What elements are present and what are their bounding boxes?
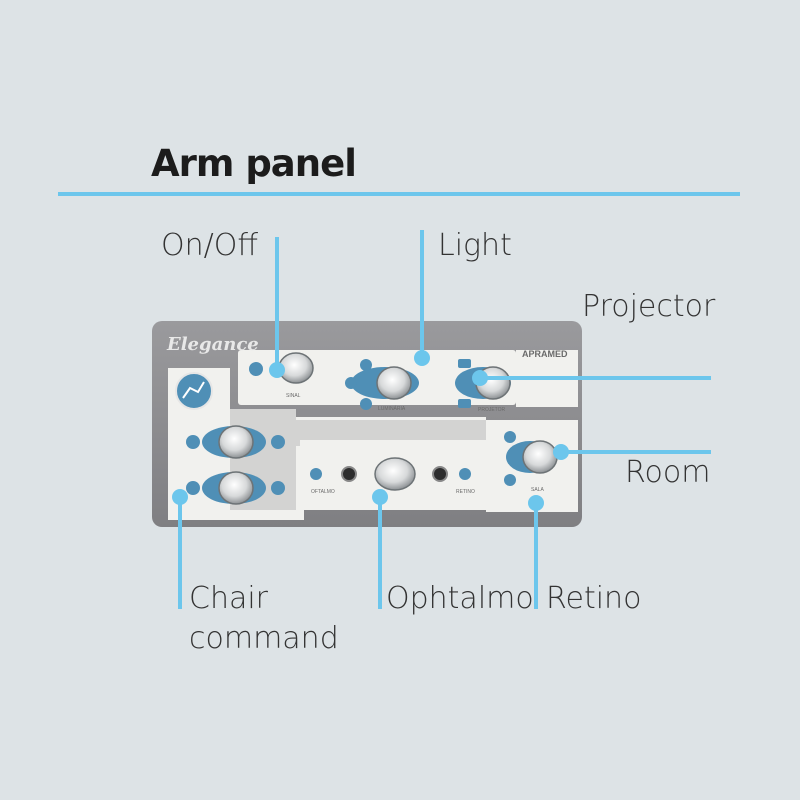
sala-label: SALA — [531, 487, 544, 493]
projector-callout: Projector — [582, 287, 715, 327]
retino-dot — [528, 495, 544, 511]
light-button — [377, 367, 411, 399]
projector-dot — [472, 370, 488, 386]
on-off-callout: On/Off — [161, 226, 258, 266]
sinal-label: SINAL — [286, 393, 301, 399]
oftalmo-label: OFTALMO — [311, 489, 335, 495]
power-icon — [249, 362, 263, 376]
light-down-icon — [360, 398, 372, 410]
arm-panel: Elegance APRAMED SINAL LUMINÁRIA — [152, 321, 582, 527]
chair-command-line2: command — [189, 619, 339, 659]
on-off-dot — [269, 362, 285, 378]
retino-callout: Retino — [546, 579, 641, 619]
chair-down-button — [219, 472, 253, 504]
chair-command-dot — [172, 489, 188, 505]
brand-logo: Elegance — [166, 334, 259, 355]
ophtalmo-icon — [310, 468, 322, 480]
retino-icon — [459, 468, 471, 480]
light-callout: Light — [438, 226, 512, 266]
chair-command-line1: Chair — [189, 579, 339, 619]
luminaria-label: LUMINÁRIA — [378, 405, 406, 412]
chair-down-left-icon — [186, 481, 200, 495]
chair-icon — [176, 373, 212, 409]
room-up-icon — [504, 431, 516, 443]
chair-command-callout: Chair command — [189, 579, 339, 659]
chair-up-button — [219, 426, 253, 458]
projector-down-icon — [458, 399, 471, 408]
room-down-icon — [504, 474, 516, 486]
projetor-label: PROJETOR — [478, 407, 506, 413]
maker-logo: APRAMED — [522, 349, 568, 359]
projector-up-icon — [458, 359, 471, 368]
ophtalmo-retino-button — [375, 458, 415, 490]
ophtalmo-indicator — [342, 467, 356, 481]
chair-up-right-icon — [271, 435, 285, 449]
ophtalmo-callout: Ophtalmo — [386, 579, 534, 619]
chair-down-right-icon — [271, 481, 285, 495]
ophtalmo-dot — [372, 489, 388, 505]
light-left-icon — [345, 377, 357, 389]
retino-panel-label: RETINO — [456, 489, 475, 495]
chair-up-left-icon — [186, 435, 200, 449]
light-dot — [414, 350, 430, 366]
room-dot — [553, 444, 569, 460]
room-button — [523, 441, 557, 473]
light-up-icon — [360, 359, 372, 371]
room-callout: Room — [625, 453, 710, 493]
retino-indicator — [433, 467, 447, 481]
